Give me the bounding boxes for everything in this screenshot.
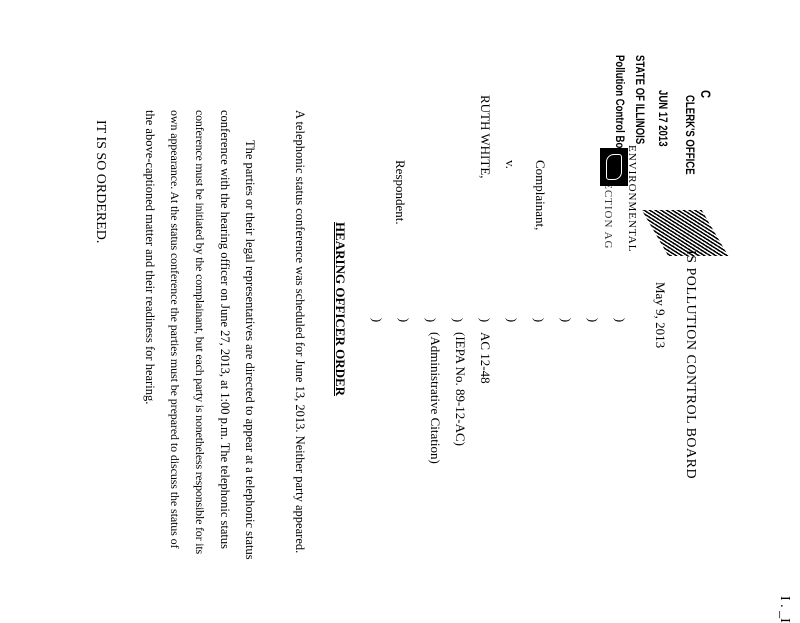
paragraph-line: own appearance. At the status conference… [168,110,182,549]
clerks-office-stamp: CLERK'S OFFICE [683,95,697,175]
defendant-name: RUTH WHITE, [478,95,493,179]
page-mark: I . _I [777,596,792,623]
stamp-mark: C [698,90,714,99]
closing-statement: IT IS SO ORDERED. [93,120,108,244]
paren: ) [613,317,628,323]
paragraph-line: conference must be initiated by the comp… [193,110,207,554]
paren: ) [370,317,385,323]
paragraph-line: conference with the hearing officer on J… [218,110,232,549]
case-type: (Administrative Citation) [428,332,443,464]
complainant-label: Complainant, [533,160,548,231]
paren: ) [424,317,439,323]
page-title: HEARING OFFICER ORDER [333,222,348,397]
paren: ) [478,317,493,323]
case-number: AC 12-48 [478,332,493,384]
respondent-label: Respondent. [393,160,408,225]
paren: ) [451,317,466,323]
paren: ) [559,317,574,323]
stamp-state: STATE OF ILLINOIS [633,55,647,145]
order-date: May 9, 2013 [653,282,668,349]
paragraph-line: The parties or their legal representativ… [243,140,257,560]
paren: ) [532,317,547,323]
paren: ) [586,317,601,323]
iepa-number: (IEPA No. 89-12-AC) [453,332,468,446]
versus-label: v. [503,160,518,169]
flag-icon [600,148,628,186]
paren: ) [505,317,520,323]
received-date-stamp: JUN 17 2013 [656,90,670,147]
court-name: IS POLLUTION CONTROL BOARD [683,250,698,480]
paragraph-1: A telephonic status conference was sched… [293,110,307,554]
paren: ) [397,317,412,323]
paragraph-line: the above-captioned matter and their rea… [143,110,157,405]
